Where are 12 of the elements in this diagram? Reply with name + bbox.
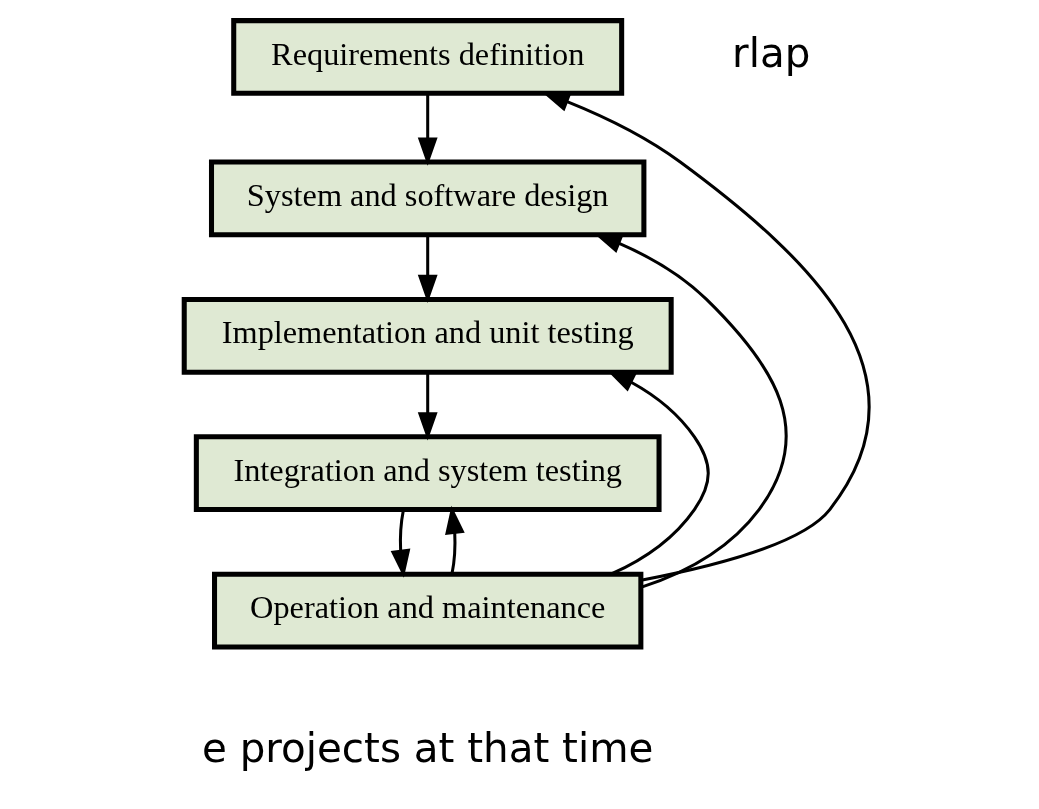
arrow: [390, 509, 410, 578]
node-box: Integration and system testing: [193, 434, 662, 513]
arrow: [444, 505, 465, 574]
label: e projects at that time: [201, 724, 653, 773]
node-box: System and software design: [208, 159, 646, 238]
arrow: [417, 93, 438, 166]
arrow: [417, 372, 438, 441]
node-box: Requirements definition: [230, 18, 624, 96]
arrow: [417, 235, 438, 304]
node-box: Operation and maintenance: [211, 571, 643, 650]
label: rlap: [731, 29, 810, 78]
node-box: Implementation and unit testing: [181, 296, 674, 375]
